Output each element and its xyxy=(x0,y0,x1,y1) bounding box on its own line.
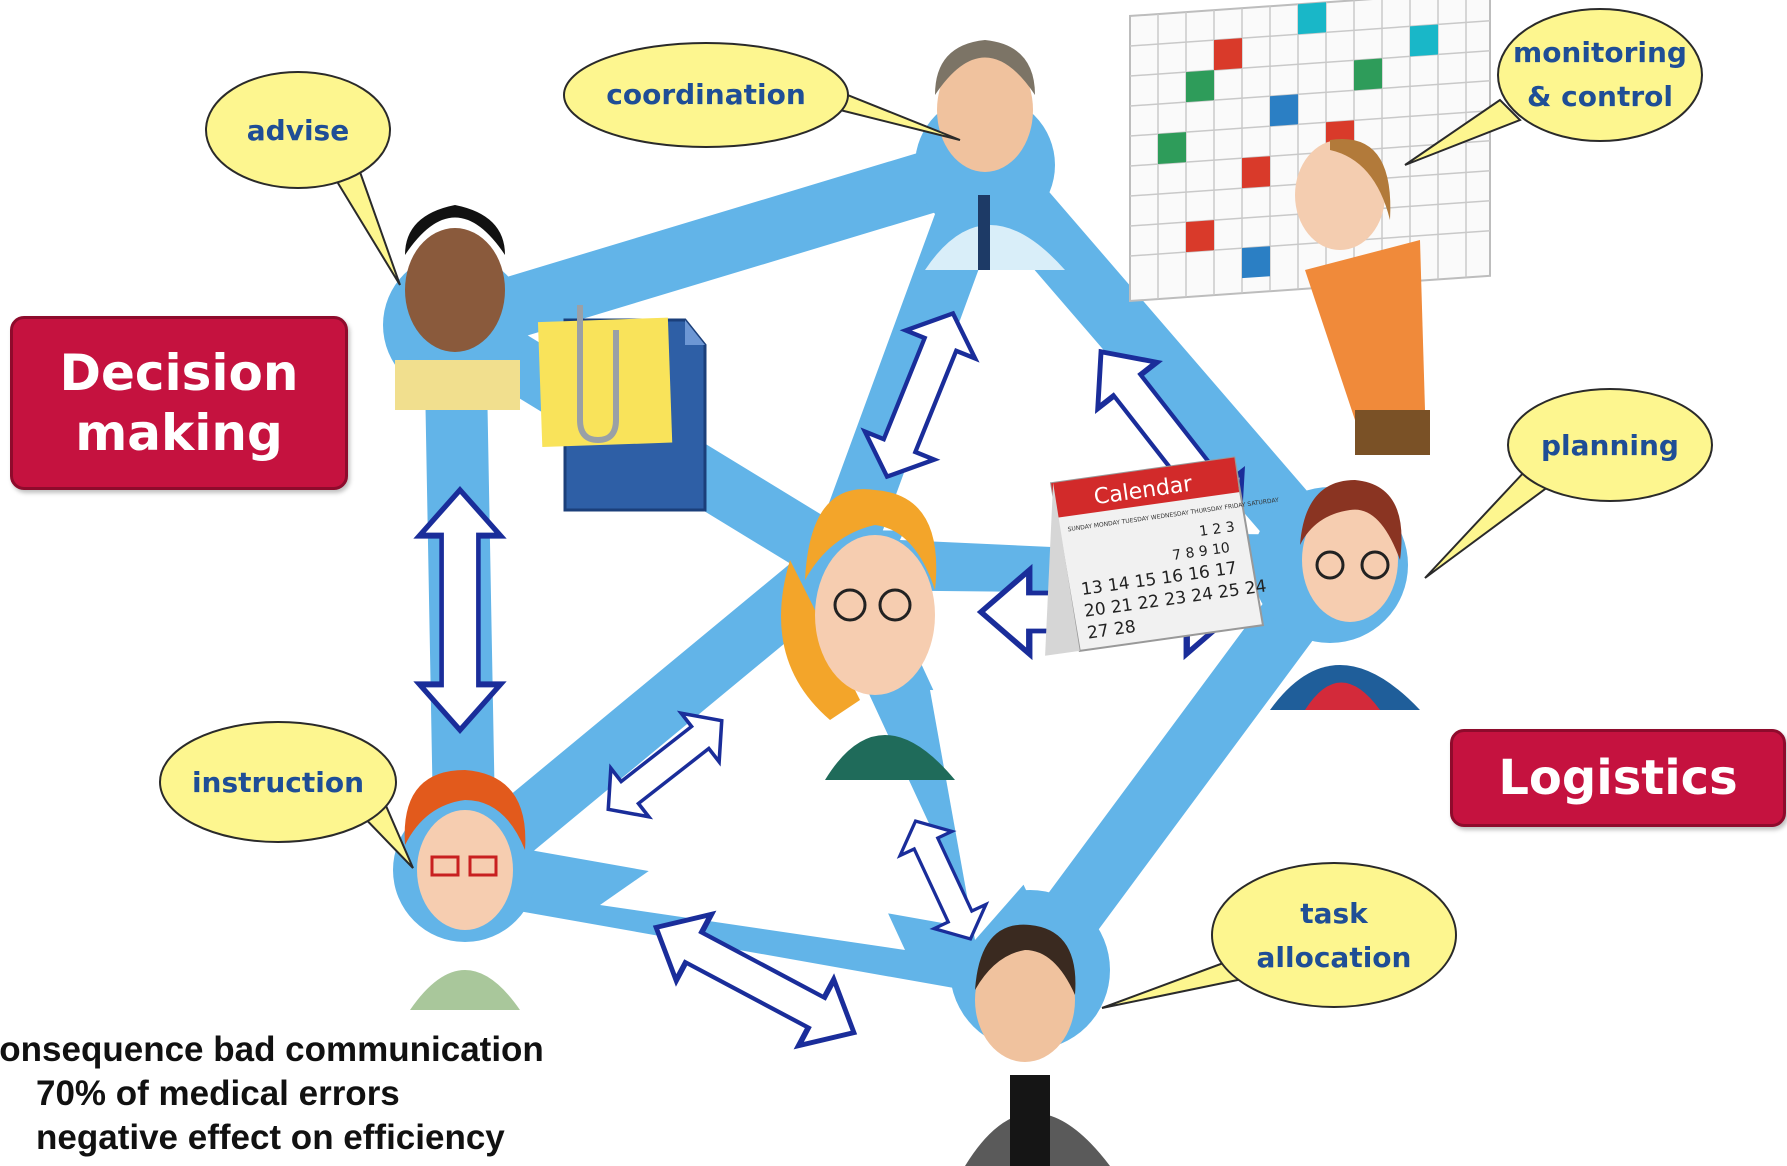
bubble-planning: planning xyxy=(1424,388,1713,579)
bubble-planning-label: planning xyxy=(1541,429,1679,462)
decision-making-line2: making xyxy=(75,404,283,462)
avatar-central-person xyxy=(781,489,955,780)
avatar-advise-person xyxy=(395,205,520,410)
bubble-coordination: coordination xyxy=(563,42,961,148)
decision-making-box: Decision making xyxy=(10,316,348,490)
bubble-advise-label: advise xyxy=(247,114,349,147)
bubble-monitoring-line1: monitoring xyxy=(1513,36,1687,69)
logistics-label: Logistics xyxy=(1498,750,1738,806)
bubble-task-allocation: task allocation xyxy=(1101,862,1457,1009)
bubble-task-line2: allocation xyxy=(1257,941,1412,974)
bubble-instruction-label: instruction xyxy=(192,766,364,799)
decision-making-line1: Decision xyxy=(59,344,299,402)
bubble-advise: advise xyxy=(205,71,401,286)
footnote-line2: 70% of medical errors xyxy=(36,1074,400,1113)
logistics-box: Logistics xyxy=(1450,729,1786,827)
bubble-coordination-label: coordination xyxy=(606,78,806,111)
footnote: Consequence bad communication 70% of med… xyxy=(0,1028,734,1160)
avatar-planning-person xyxy=(1270,480,1420,710)
calendar-icon: Calendar SUNDAY MONDAY TUESDAY WEDNESDAY… xyxy=(1045,456,1280,656)
bubble-instruction: instruction xyxy=(159,721,414,869)
avatar-instruction-person xyxy=(404,770,526,1010)
avatar-coordination-person xyxy=(925,40,1065,270)
bubble-monitoring-line2: & control xyxy=(1527,80,1673,113)
avatar-task-person xyxy=(965,924,1110,1166)
bubble-task-line1: task xyxy=(1300,897,1369,930)
calendar-row1: 1 2 3 xyxy=(1198,519,1236,540)
bubble-monitoring: monitoring & control xyxy=(1404,8,1703,166)
footnote-line3: negative effect on efficiency xyxy=(36,1118,505,1157)
document-clip-icon xyxy=(537,305,707,512)
avatar-monitoring-person xyxy=(1295,139,1430,455)
calendar-row2: 7 8 9 10 xyxy=(1171,540,1231,564)
footnote-line1: Consequence bad communication xyxy=(0,1030,544,1069)
